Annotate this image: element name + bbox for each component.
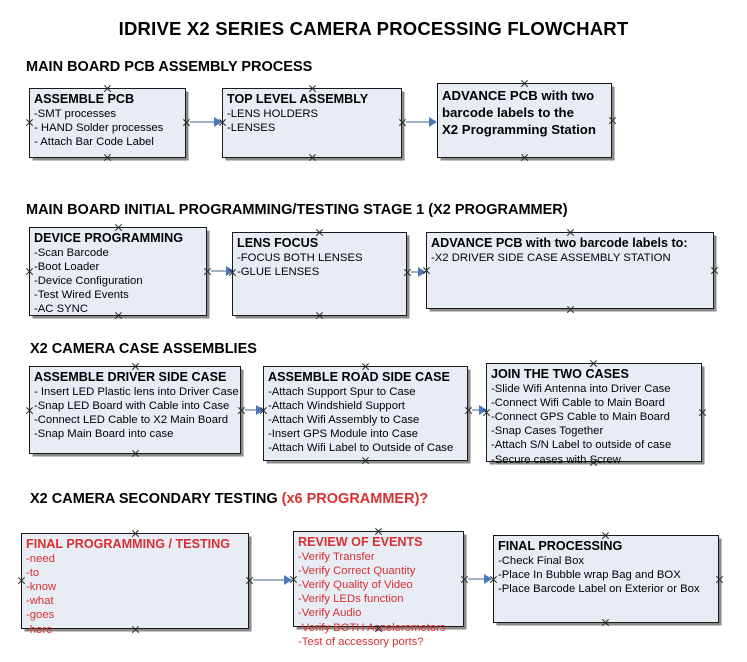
box-line: -Place In Bubble wrap Bag and BOX: [498, 568, 681, 581]
section-heading-4-red: (x6 PROGRAMMER)?: [281, 491, 429, 507]
box-line: -here: [26, 623, 53, 636]
box-line: -GLUE LENSES: [237, 265, 320, 278]
connector-line: [190, 121, 217, 123]
box-header: TOP LEVEL ASSEMBLY: [227, 92, 369, 106]
box-header: ASSEMBLE DRIVER SIDE CASE: [34, 370, 227, 384]
connector-line: [468, 578, 489, 580]
box-line: -Connect LED Cable to X2 Main Board: [34, 413, 229, 426]
box-line: -LENSES: [227, 121, 276, 134]
box-header: ADVANCE PCB with two barcode labels to:: [431, 236, 688, 250]
box-final-programming-testing[interactable]: FINAL PROGRAMMING / TESTING -need -to -k…: [21, 533, 249, 636]
box-line: -Verify LEDs function: [298, 593, 404, 606]
section-heading-2: MAIN BOARD INITIAL PROGRAMMING/TESTING S…: [26, 202, 568, 218]
box-line: -Place Barcode Label on Exterior or Box: [498, 582, 700, 595]
box-assemble-road-side-case[interactable]: ASSEMBLE ROAD SIDE CASE -Attach Support …: [263, 366, 468, 461]
box-line: -know: [26, 580, 57, 593]
box-line: -Verify Transfer: [298, 550, 375, 563]
box-header: FINAL PROGRAMMING / TESTING: [26, 537, 231, 551]
box-line: - HAND Solder processes: [34, 121, 164, 134]
box-line: -what: [26, 595, 54, 608]
box-line: -Attach Wifi Assembly to Case: [268, 413, 420, 426]
box-header: DEVICE PROGRAMMING: [34, 231, 184, 245]
connector-line: [211, 270, 229, 272]
box-line: -FOCUS BOTH LENSES: [237, 251, 363, 264]
section-heading-4: X2 CAMERA SECONDARY TESTING (x6 PROGRAMM…: [30, 491, 428, 507]
connector-arrow-icon: [429, 117, 437, 127]
box-review-of-events[interactable]: REVIEW OF EVENTS -Verify Transfer -Verif…: [293, 531, 464, 648]
box-line: -Secure cases with Screw: [491, 453, 621, 466]
box-line: -Verify Quality of Video: [298, 578, 413, 591]
box-line: -Check Final Box: [498, 554, 585, 567]
box-line: -Insert GPS Module into Case: [268, 428, 419, 441]
connector-arrow-icon: [484, 574, 492, 584]
box-line: -Attach Support Spur to Case: [268, 385, 416, 398]
box-header: JOIN THE TWO CASES: [491, 367, 629, 381]
section-heading-3: X2 CAMERA CASE ASSEMBLIES: [30, 341, 257, 357]
box-line: -Boot Loader: [34, 260, 100, 273]
box-lens-focus[interactable]: LENS FOCUS -FOCUS BOTH LENSES -GLUE LENS…: [232, 232, 407, 316]
box-top-level-assembly[interactable]: TOP LEVEL ASSEMBLY -LENS HOLDERS -LENSES: [222, 88, 402, 158]
connector-arrow-icon: [418, 267, 426, 277]
box-advance-pcb-2[interactable]: ADVANCE PCB with two barcode labels to: …: [426, 232, 714, 309]
box-header: REVIEW OF EVENTS: [298, 535, 423, 549]
box-line: -Connect Wifi Cable to Main Board: [491, 396, 665, 409]
connector-arrow-icon: [284, 575, 292, 585]
box-header: FINAL PROCESSING: [498, 539, 623, 553]
box-line: -Connect GPS Cable to Main Board: [491, 410, 670, 423]
box-join-the-two-cases[interactable]: JOIN THE TWO CASES -Slide Wifi Antenna i…: [486, 363, 702, 466]
box-final-processing[interactable]: FINAL PROCESSING -Check Final Box -Place…: [493, 535, 719, 623]
box-line: -Attach Wifi Label to Outside of Case: [268, 442, 454, 455]
box-line: -LENS HOLDERS: [227, 107, 319, 120]
box-line: - Attach Bar Code Label: [34, 135, 154, 148]
section-heading-1: MAIN BOARD PCB ASSEMBLY PROCESS: [26, 59, 313, 75]
box-line: -Snap Cases Together: [491, 425, 604, 438]
box-line: -Attach S/N Label to outside of case: [491, 439, 672, 452]
connector-arrow-icon: [214, 117, 222, 127]
box-line: -to: [26, 566, 40, 579]
connector-line: [406, 121, 432, 123]
box-header: ADVANCE PCB with two: [442, 88, 595, 103]
box-header: ASSEMBLE ROAD SIDE CASE: [268, 370, 450, 384]
box-line: -Device Configuration: [34, 274, 143, 287]
box-assemble-pcb[interactable]: ASSEMBLE PCB -SMT processes - HAND Solde…: [29, 88, 186, 158]
box-line: -Test Wired Events: [34, 289, 129, 302]
box-header-line-3: X2 Programming Station: [442, 122, 596, 137]
box-device-programming[interactable]: DEVICE PROGRAMMING -Scan Barcode -Boot L…: [29, 227, 207, 316]
box-line: -Attach Windshield Support: [268, 399, 405, 412]
box-header: LENS FOCUS: [237, 236, 319, 250]
connector-line: [253, 579, 289, 581]
connector-line: [245, 409, 262, 411]
box-line: -Verify Audio: [298, 607, 362, 620]
box-line: - Insert LED Plastic lens into Driver Ca…: [34, 385, 239, 398]
box-assemble-driver-side-case[interactable]: ASSEMBLE DRIVER SIDE CASE - Insert LED P…: [29, 366, 241, 454]
connector-arrow-icon: [256, 405, 264, 415]
section-heading-4-black: X2 CAMERA SECONDARY TESTING: [30, 491, 282, 507]
box-line: -goes: [26, 609, 55, 622]
box-line-overflow: -Test of accessory ports?: [298, 635, 424, 648]
box-line: -SMT processes: [34, 107, 117, 120]
box-line: -AC SYNC: [34, 303, 88, 316]
box-line: -Verify Correct Quantity: [298, 564, 416, 577]
box-line: -Verify BOTH Accelerometers: [298, 621, 446, 634]
box-line: -X2 DRIVER SIDE CASE ASSEMBLY STATION: [431, 251, 671, 264]
box-header-line-2: barcode labels to the: [442, 105, 574, 120]
connector-arrow-icon: [479, 405, 487, 415]
box-line: -Scan Barcode: [34, 246, 109, 259]
box-line: -Slide Wifi Antenna into Driver Case: [491, 382, 671, 395]
box-line: -Snap LED Board with Cable into Case: [34, 399, 230, 412]
connector-arrow-icon: [226, 266, 234, 276]
box-header: ASSEMBLE PCB: [34, 92, 135, 106]
box-line: -need: [26, 552, 55, 565]
box-advance-pcb-1[interactable]: ADVANCE PCB with two barcode labels to t…: [437, 83, 612, 158]
page-title: IDRIVE X2 SERIES CAMERA PROCESSING FLOWC…: [118, 18, 629, 39]
box-line: -Snap Main Board into case: [34, 428, 174, 441]
